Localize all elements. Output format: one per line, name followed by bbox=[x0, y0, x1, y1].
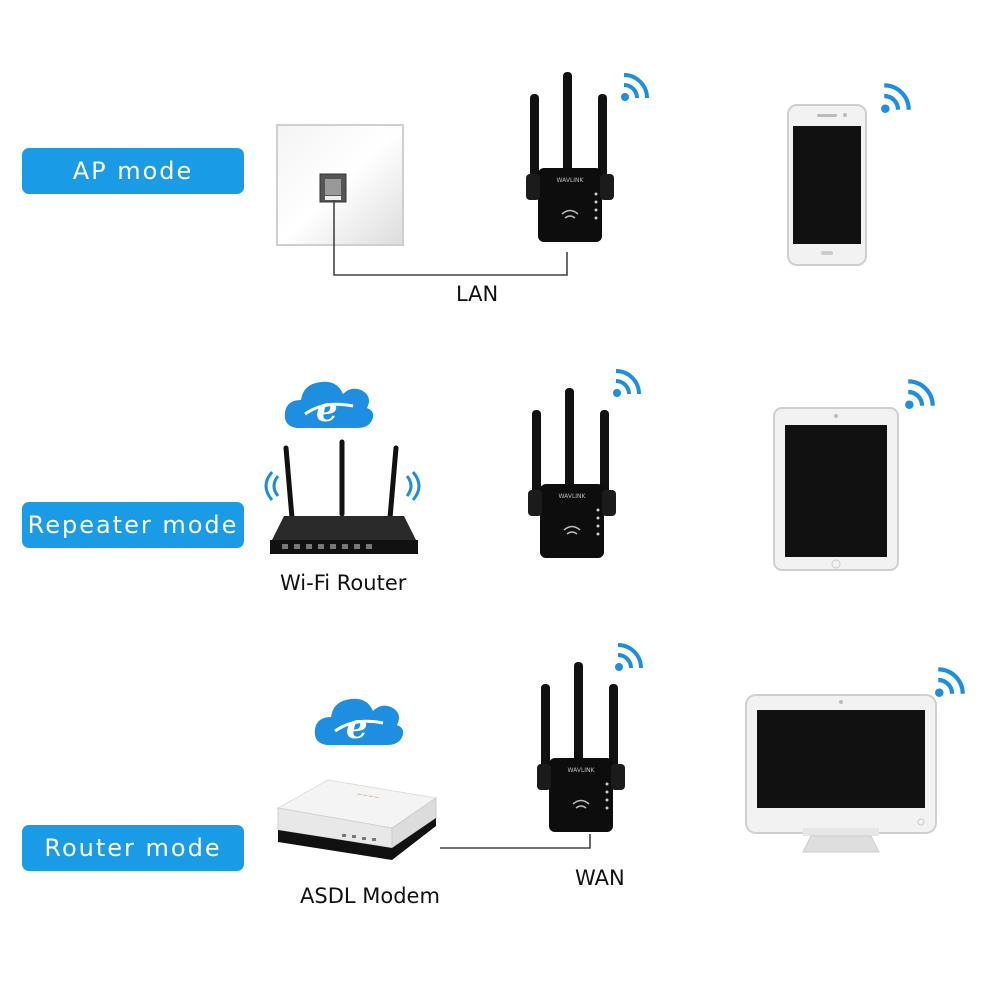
device-brand-text: WAVLINK bbox=[568, 767, 596, 774]
adsl-modem-icon: ~~~~ bbox=[276, 779, 438, 860]
internet-cloud-icon: e bbox=[284, 381, 374, 430]
wifi-signal-icon bbox=[405, 471, 421, 501]
wifi-extender-icon: WAVLINK bbox=[526, 72, 614, 242]
repeater-mode-label: Repeater mode bbox=[22, 502, 244, 548]
wifi-signal-icon bbox=[264, 471, 280, 501]
lan-link-label: LAN bbox=[456, 282, 499, 306]
wifi-signal-icon bbox=[613, 369, 641, 397]
device-brand-text: WAVLINK bbox=[557, 177, 585, 184]
internet-cloud-icon: e bbox=[314, 698, 404, 747]
tablet-icon bbox=[773, 407, 899, 571]
svg-text:~~~~: ~~~~ bbox=[356, 790, 381, 802]
wifi-signal-icon bbox=[881, 83, 911, 113]
smartphone-icon bbox=[787, 104, 867, 266]
wifi-signal-icon bbox=[621, 73, 649, 101]
wifi-router-label: Wi-Fi Router bbox=[280, 571, 407, 595]
svg-text:e: e bbox=[346, 707, 368, 747]
wifi-signal-icon bbox=[905, 379, 935, 409]
svg-text:e: e bbox=[316, 390, 338, 430]
wifi-signal-icon bbox=[935, 667, 965, 697]
ap-mode-label: AP mode bbox=[22, 148, 244, 194]
wan-link-label: WAN bbox=[575, 866, 625, 890]
wifi-extender-icon: WAVLINK bbox=[528, 388, 616, 558]
all-in-one-computer-icon bbox=[745, 694, 937, 853]
router-mode-label: Router mode bbox=[22, 825, 244, 871]
ethernet-wall-socket-icon bbox=[276, 124, 404, 246]
wifi-router-icon bbox=[270, 439, 418, 554]
wifi-extender-icon: WAVLINK bbox=[537, 662, 625, 832]
adsl-modem-label: ASDL Modem bbox=[300, 884, 440, 908]
wifi-signal-icon bbox=[615, 643, 643, 671]
device-brand-text: WAVLINK bbox=[559, 493, 587, 500]
